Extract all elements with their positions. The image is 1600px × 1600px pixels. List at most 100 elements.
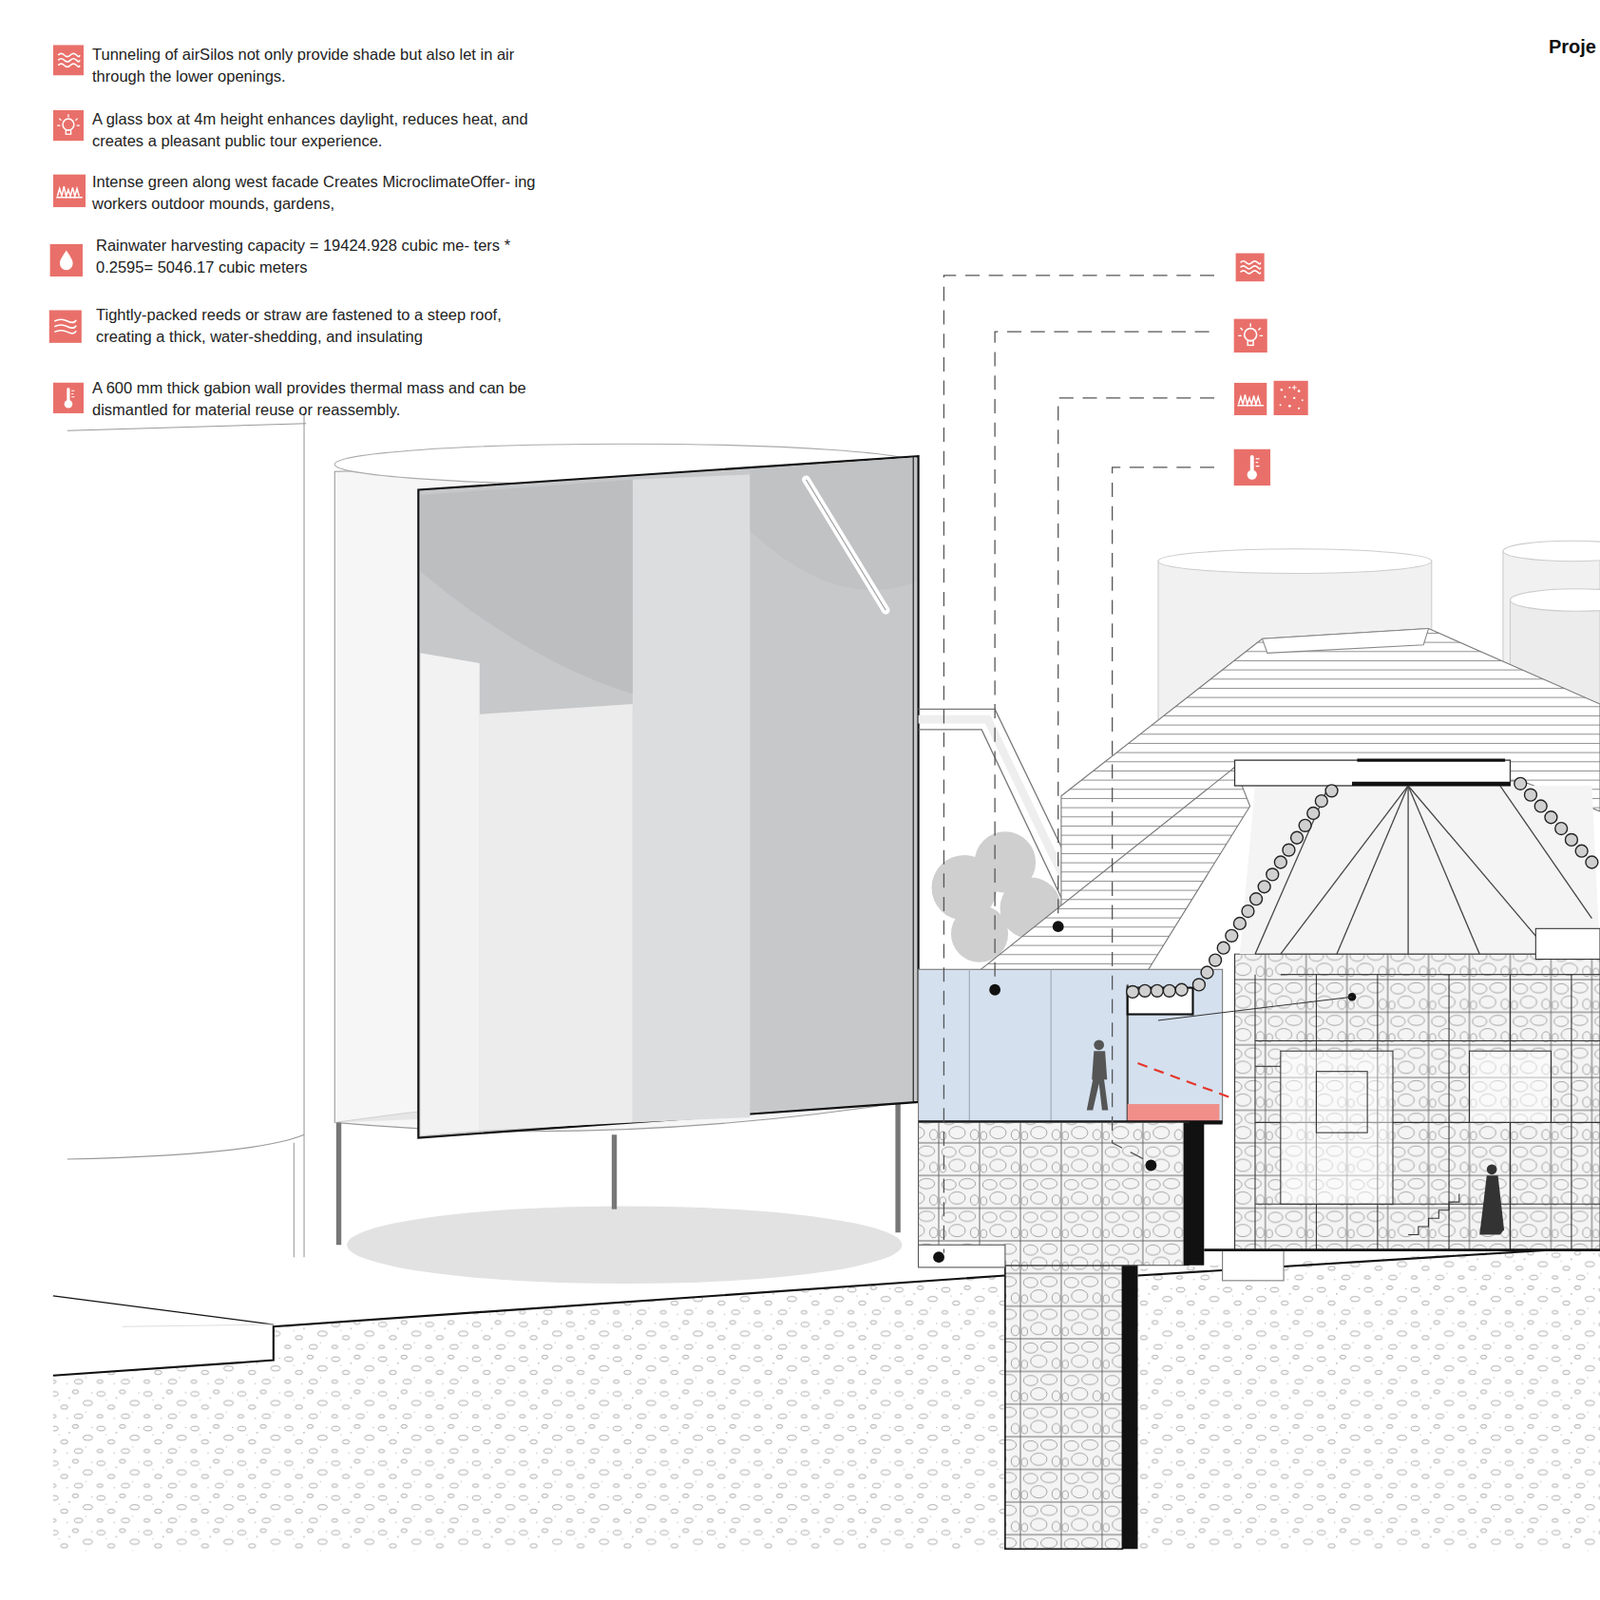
roof-beads-part [1585,856,1599,869]
legend-note: Tightly-packed reeds or straw are fasten… [95,304,535,348]
glass-box-part [918,969,1223,1123]
roof-beads-part [1139,984,1152,997]
central-hall-part [1352,781,1510,786]
ground-part [53,1275,1006,1375]
legend-note: A 600 mm thick gabion wall provides ther… [92,377,547,421]
central-hall-part-part [1315,1071,1368,1133]
thermal-icon [53,382,84,414]
central-hall-part-part [1500,785,1593,919]
roof-beads-part [1233,917,1246,931]
central-hall-part-part [1234,953,1236,1256]
leader-lines-part [1058,398,1215,921]
leader-lines-part [943,275,1215,1254]
hall-clerestory [1535,928,1600,959]
central-hall-part [1235,953,1600,1250]
gabion-wall [918,1122,1205,1268]
legend-icons [49,44,87,414]
leader-dots-part [989,984,1001,996]
far-silo-part [293,1142,295,1258]
far-silo-part [67,423,306,432]
central-hall-part-part [1469,1050,1552,1123]
project-heading: Proje [1548,36,1597,58]
far-silo-part [304,1142,305,1258]
air-icon [53,44,84,76]
air-silo-part [419,479,632,695]
roof-icon [49,309,82,343]
leader-lines-part [994,331,1210,984]
air-silo-part [419,652,479,1136]
background-silos-part [1503,540,1600,561]
worker-figure-part [1486,1163,1498,1175]
central-hall-part-part [1570,974,1572,1251]
air-silo-part [805,479,886,610]
roof-beads-part [1241,905,1255,918]
glass-box-part [969,969,971,1123]
gabion-foundation [1005,1260,1139,1549]
leader-lines-part [1112,467,1215,1162]
stairs-part [1408,1194,1460,1236]
far-silo-part [67,1134,305,1160]
central-hall-part [1235,760,1511,786]
tree-part [951,905,1009,963]
roof-beads-part [1162,984,1176,997]
central-hall [1203,760,1600,1281]
ground-part [53,1295,274,1325]
leader-line [1158,996,1353,1021]
sparkle-icon [1273,380,1309,417]
visitor-figure [1086,1039,1109,1110]
roof-beads-part [1257,880,1271,894]
leader-dots [933,920,1356,1263]
ground-part [1137,1246,1600,1276]
roof-beads-part [1282,843,1296,857]
legend-note: Rainwater harvesting capacity = 19424.92… [95,234,535,279]
roof-beads [1126,777,1599,998]
air-silo [334,443,918,1284]
glass-box-part [1127,1104,1220,1123]
central-hall-part-part [1255,1040,1600,1042]
roof-beads-part [1314,795,1328,808]
roof-beads-part [1291,831,1304,844]
roof-beads-part [1534,800,1547,813]
central-hall-part-part [1254,974,1256,1251]
ground [53,1246,1600,1551]
worker-figure [1479,1163,1505,1235]
central-hall-part [1255,785,1600,975]
thatch-roof-part [1262,628,1429,654]
roof-beads-part [1200,966,1214,979]
air-silo-part [346,1205,902,1284]
central-hall-part-part [1336,785,1409,954]
air-icon [1236,252,1265,282]
ground-part [122,1324,274,1327]
air-silo-part [632,474,751,1123]
roof-beads-part [1544,811,1558,824]
gabion-foundation-part [1122,1260,1138,1549]
roof-beads-part [1209,953,1222,967]
leader-dots-part [1052,920,1065,933]
central-hall-part-part [1407,785,1409,954]
ground-part [53,1246,1600,1551]
central-hall-part-part [1408,785,1480,954]
central-hall-part-part [1255,790,1327,954]
leader-lines [943,275,1215,1254]
roof-beads-part [1575,844,1588,858]
air-silo-part [479,704,633,1131]
roof-beads-part [1266,868,1279,881]
legend-note: Tunneling of airSilos not only provide s… [92,43,547,88]
leader-dots-part [933,1251,945,1263]
roof-beads-part [1217,941,1230,954]
gabion-wall-part [918,1244,1006,1268]
glass-box-part [1050,969,1052,1123]
daylight-icon [1233,319,1267,353]
green-icon [53,174,86,208]
air-silo-part [895,1104,900,1233]
callout-icons [1233,252,1308,486]
central-hall-part [1235,953,1600,1256]
roof-beads-part [1514,777,1527,790]
legend-note: A glass box at 4m height enhances daylig… [92,108,547,153]
central-hall-part [1203,1248,1600,1252]
thatch-roof [974,628,1600,996]
central-hall-part-part [1280,1050,1393,1204]
central-hall-part [1222,1250,1284,1281]
roof-beads-part [1126,985,1140,998]
